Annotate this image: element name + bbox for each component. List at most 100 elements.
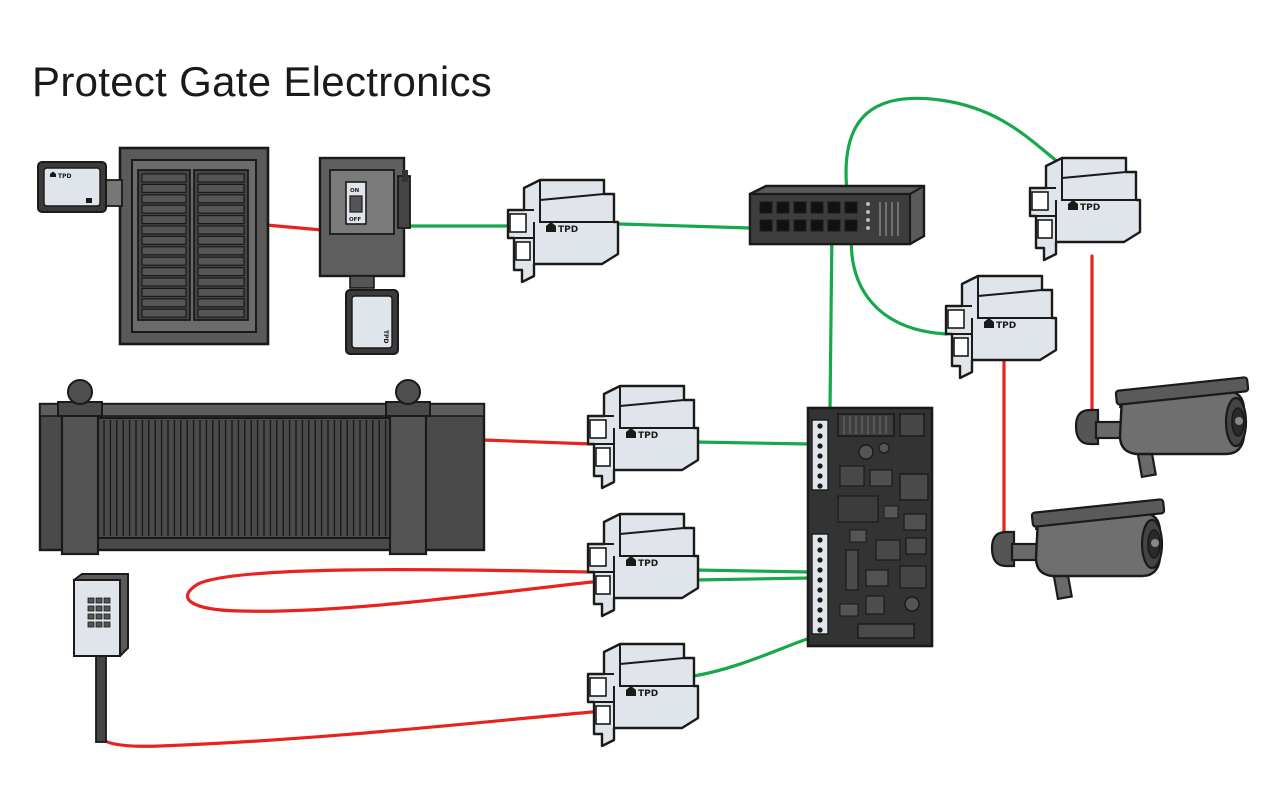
switch-to-tpd-mid-wire — [849, 226, 948, 336]
keypad-key — [95, 621, 103, 628]
breaker-switch — [197, 298, 245, 308]
surge-protector-din-3 — [944, 274, 1058, 380]
network-port — [827, 201, 841, 214]
breaker-switch — [197, 183, 245, 193]
surge-protector-din-4 — [586, 384, 700, 490]
wiring — [98, 96, 1094, 748]
keypad-key — [95, 613, 103, 620]
disconnect-switch: ON OFF — [318, 156, 411, 289]
terminal-screw — [817, 567, 823, 573]
disconnect-surge-protector: TPD — [345, 289, 399, 355]
breaker-switch — [197, 277, 245, 287]
terminal-screw — [817, 473, 823, 479]
terminal-screw — [817, 483, 823, 489]
terminal-screw — [817, 537, 823, 543]
breaker-switch — [197, 194, 245, 204]
breaker-switch — [197, 267, 245, 277]
tpd-to-controller-2a-wire — [692, 568, 812, 574]
network-port — [776, 201, 790, 214]
surge-protector-din-5 — [586, 512, 700, 618]
keypad-key — [95, 597, 103, 604]
tpd-to-controller-3-wire — [692, 636, 812, 678]
switch-to-tpd-top-wire — [844, 96, 1060, 202]
terminal-screw — [817, 577, 823, 583]
gate-to-tpd-wire — [481, 438, 594, 446]
breaker-switch — [141, 287, 187, 297]
switch-to-controller-wire — [828, 224, 834, 412]
breaker-switch — [141, 204, 187, 214]
keypad-key — [95, 605, 103, 612]
security-camera-1 — [1074, 375, 1250, 479]
breaker-switch — [197, 235, 245, 245]
terminal-screw — [817, 597, 823, 603]
surge-protector-din-6 — [586, 642, 700, 748]
tpd-to-controller-2b-wire — [692, 576, 812, 582]
terminal-screw — [817, 453, 823, 459]
breaker-switch — [141, 308, 187, 318]
network-port — [810, 201, 824, 214]
keypad-key — [103, 597, 111, 604]
tpd-to-switch-wire — [618, 222, 752, 230]
network-port — [844, 201, 858, 214]
breaker-switch — [197, 173, 245, 183]
breaker-switch — [141, 256, 187, 266]
keypad-key — [87, 613, 95, 620]
breaker-switch — [141, 225, 187, 235]
network-port — [793, 201, 807, 214]
keypad-key — [103, 605, 111, 612]
gate-controller — [806, 406, 934, 648]
breaker-panel — [118, 146, 270, 346]
switch-on-label: ON — [350, 188, 360, 194]
surge-protector-din-1 — [506, 178, 620, 284]
breaker-switch — [197, 204, 245, 214]
terminal-screw — [817, 607, 823, 613]
disconnect-tpd-label: TPD — [382, 330, 389, 343]
gate — [38, 379, 486, 556]
breaker-switch — [197, 225, 245, 235]
terminal-screw — [817, 423, 823, 429]
page-title: Protect Gate Electronics — [32, 58, 493, 105]
keypad-key — [87, 597, 95, 604]
breaker-switch — [141, 194, 187, 204]
switch-off-label: OFF — [349, 217, 361, 223]
breaker-switch — [197, 308, 245, 318]
network-port — [793, 219, 807, 232]
surge-protector-din-2 — [1028, 156, 1142, 262]
keypad-key — [87, 621, 95, 628]
breaker-switch — [141, 277, 187, 287]
terminal-screw — [817, 443, 823, 449]
terminal-screw — [817, 557, 823, 563]
keypad-key — [103, 621, 111, 628]
panel-tpd-label: TPD — [58, 173, 71, 180]
network-port — [759, 219, 773, 232]
keypad — [73, 573, 129, 743]
keypad-to-tpd-wire — [98, 710, 594, 748]
terminal-screw — [817, 587, 823, 593]
breaker-switch — [197, 256, 245, 266]
terminal-screw — [817, 433, 823, 439]
breaker-switch — [197, 287, 245, 297]
breaker-switch — [141, 183, 187, 193]
network-port — [827, 219, 841, 232]
keypad-key — [103, 613, 111, 620]
breaker-switch — [141, 267, 187, 277]
terminal-screw — [817, 627, 823, 633]
breaker-switch — [141, 235, 187, 245]
network-switch — [748, 184, 926, 246]
panel-to-disconnect-wire — [264, 223, 324, 232]
breaker-switch — [197, 215, 245, 225]
terminal-screw — [817, 463, 823, 469]
panel-surge-protector: TPD — [37, 161, 107, 213]
breaker-switch — [141, 298, 187, 308]
breaker-switch — [141, 173, 187, 183]
network-port — [844, 219, 858, 232]
breaker-switch — [197, 246, 245, 256]
gate-loop-wire — [185, 568, 594, 613]
keypad-key — [87, 605, 95, 612]
breaker-switch — [141, 246, 187, 256]
network-port — [759, 201, 773, 214]
network-port — [776, 219, 790, 232]
terminal-screw — [817, 547, 823, 553]
breaker-switch — [141, 215, 187, 225]
